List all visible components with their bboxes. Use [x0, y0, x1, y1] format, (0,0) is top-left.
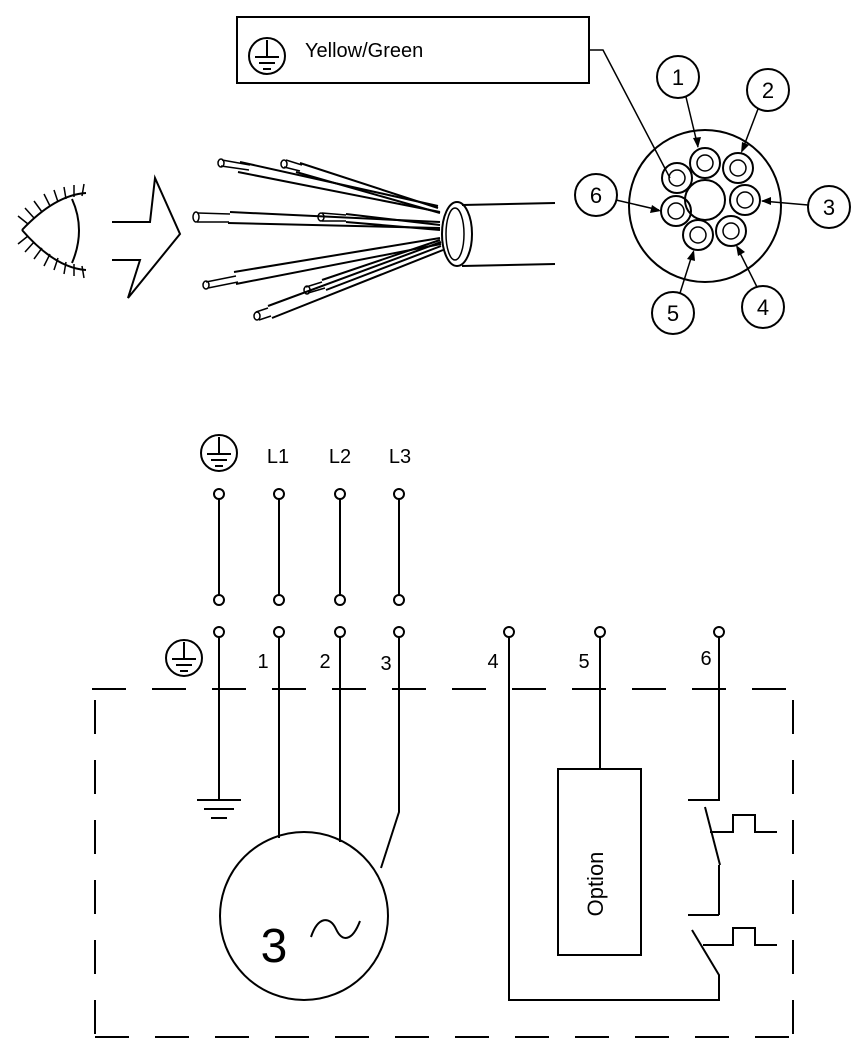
ac-wave-icon	[310, 919, 361, 939]
motor-enclosure	[92, 688, 795, 1038]
core-2	[722, 152, 754, 184]
terminal-4-wire	[508, 637, 720, 1001]
svg-text:2: 2	[762, 78, 774, 103]
thermal-contacts	[688, 637, 777, 946]
svg-text:4: 4	[757, 295, 769, 320]
terminal-label-5: 5	[578, 651, 589, 673]
core-4	[715, 215, 747, 247]
supply-label-l2: L2	[329, 446, 351, 468]
supply-label-l3: L3	[389, 446, 411, 468]
terminal-label-4: 4	[487, 651, 498, 673]
motor-symbol: 3	[219, 831, 389, 1001]
view-arrow-icon	[112, 174, 182, 299]
core-5	[682, 219, 714, 251]
motor-phase-number: 3	[261, 920, 288, 973]
terminal-earth-icon	[165, 639, 203, 677]
earth-wire	[197, 637, 241, 819]
option-box: Option	[557, 637, 642, 956]
legend-label: Yellow/Green	[305, 40, 423, 62]
svg-text:5: 5	[667, 301, 679, 326]
terminal-label-2: 2	[319, 651, 330, 673]
terminal-label-1: 1	[257, 651, 268, 673]
callout-4: 4	[736, 245, 785, 329]
terminal-label-3: 3	[380, 653, 391, 675]
callout-3: 3	[761, 185, 851, 229]
svg-text:1: 1	[672, 65, 684, 90]
callout-5: 5	[651, 250, 695, 335]
legend-leader-line	[589, 49, 671, 179]
supply-earth-icon	[200, 434, 238, 472]
callout-2: 2	[741, 68, 790, 153]
eye-icon	[17, 183, 87, 279]
svg-text:3: 3	[823, 195, 835, 220]
supply-label-l1: L1	[267, 446, 289, 468]
core-3	[729, 184, 761, 216]
callout-1: 1	[656, 55, 701, 148]
core-7	[661, 162, 693, 194]
legend-box: Yellow/Green	[236, 16, 590, 84]
terminal-label-6: 6	[700, 648, 711, 670]
core-1	[689, 147, 721, 179]
cable-cross-section	[628, 129, 782, 283]
cable-illustration	[192, 158, 556, 321]
supply-jumpers	[213, 488, 405, 606]
earth-icon	[248, 37, 286, 75]
motor-wires	[278, 637, 400, 869]
core-6	[660, 195, 692, 227]
option-label: Option	[583, 852, 608, 917]
svg-text:6: 6	[590, 183, 602, 208]
callout-6: 6	[574, 173, 661, 217]
terminal-nodes	[213, 626, 725, 638]
